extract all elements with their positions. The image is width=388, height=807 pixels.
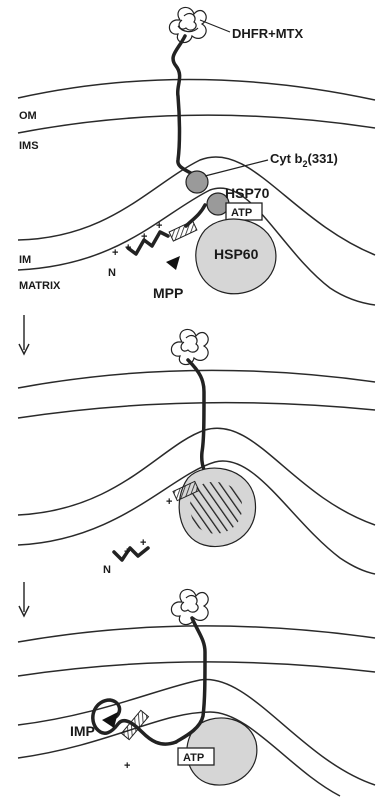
panel-1: DHFR+MTX Cyt b2(331) HSP70 ATP HSP60 + +…	[18, 7, 375, 305]
n-terminus-label-panel2: N	[103, 564, 111, 576]
outer-membrane-lower-p3	[18, 662, 375, 676]
n-terminus-label-panel1: N	[108, 267, 116, 279]
dhfr-mtx-domain-p3	[171, 589, 208, 624]
panel-2: + + + N	[18, 329, 375, 576]
outer-membrane-lower	[18, 115, 375, 133]
panel-3: + IMP ATP	[18, 589, 375, 796]
hsp70-label: HSP70	[225, 185, 270, 201]
imp-label: IMP	[70, 723, 95, 739]
chain-panel2	[188, 360, 206, 486]
atp-label-panel3: ATP	[183, 752, 204, 764]
dhfr-mtx-domain-p2	[171, 329, 208, 364]
down-arrow-icon-2	[19, 582, 29, 616]
plus-charge-4: +	[112, 247, 118, 259]
dhfr-mtx-label: DHFR+MTX	[232, 26, 303, 41]
plus-charge-3: +	[125, 242, 131, 254]
cytb2-leader-line	[205, 160, 268, 176]
hsp60-label: HSP60	[214, 246, 259, 262]
mpp-label: MPP	[153, 285, 183, 301]
outer-membrane-upper	[18, 79, 375, 100]
precursor-chain-panel1	[173, 36, 198, 180]
presequence-zigzag-panel1	[128, 232, 168, 254]
scissors-wedge-icon	[166, 256, 180, 270]
plus-charge-p2-b: +	[140, 537, 146, 549]
dhfr-mtx-domain	[169, 7, 206, 42]
outer-membrane-upper-p2	[18, 370, 375, 388]
ims-label: IMS	[19, 140, 39, 152]
om-label: OM	[19, 110, 37, 122]
hatched-segment-panel1	[169, 221, 197, 241]
plus-charge-p2-c: +	[124, 546, 130, 558]
plus-charge-1: +	[156, 220, 162, 232]
cleaved-presequence-zigzag	[114, 548, 148, 560]
plus-charge-p2: +	[166, 496, 172, 508]
hsp70-subunit-a	[186, 171, 208, 193]
cytb2-label: Cyt b2(331)	[270, 151, 338, 169]
down-arrow-icon	[19, 315, 29, 354]
atp-label-panel1: ATP	[231, 207, 252, 219]
matrix-label: MATRIX	[19, 280, 61, 292]
outer-membrane-lower-p2	[18, 403, 375, 418]
im-label: IM	[19, 254, 31, 266]
plus-charge-p3: +	[124, 760, 130, 772]
plus-charge-2: +	[141, 231, 147, 243]
